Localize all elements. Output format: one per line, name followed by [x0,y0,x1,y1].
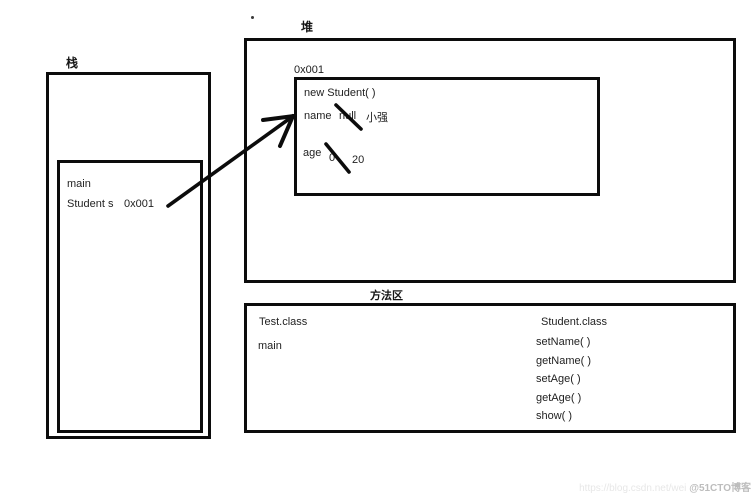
watermark-url: https://blog.csdn.net/wei [579,483,687,494]
stack-variable-declaration: Student s [67,198,114,210]
test-class-title: Test.class [259,316,308,328]
heap-object-address: 0x001 [294,64,324,76]
stack-frame-box [57,160,203,433]
field-name-old-value: null [339,110,357,122]
stack-box [46,72,211,439]
student-class-method-setage: setAge( ) [536,373,581,385]
field-age-old-value: 0 [329,152,336,164]
student-class-method-show: show( ) [536,410,573,422]
method-area-box [244,303,736,433]
watermark: https://blog.csdn.net/wei @51CTO博客 [579,479,751,494]
stack-variable-value: 0x001 [124,198,154,210]
student-class-method-getname: getName( ) [536,355,592,367]
field-name-new-value: 小强 [366,112,388,124]
test-class-method-main: main [258,340,282,352]
heap-object-title: new Student( ) [304,87,376,99]
pen-dot-mark [251,16,254,19]
heap-label: 堆 [301,20,314,35]
method-area-label: 方法区 [370,290,403,303]
student-class-method-getage: getAge( ) [536,392,582,404]
watermark-badge: @51CTO博客 [689,483,751,494]
field-age-new-value: 20 [352,154,365,166]
field-age-label: age [303,147,322,159]
stack-frame-method: main [67,178,91,190]
stack-label: 栈 [66,56,79,71]
student-class-title: Student.class [541,316,608,328]
student-class-method-setname: setName( ) [536,336,591,348]
heap-object-box [294,77,600,196]
field-name-label: name [304,110,332,122]
